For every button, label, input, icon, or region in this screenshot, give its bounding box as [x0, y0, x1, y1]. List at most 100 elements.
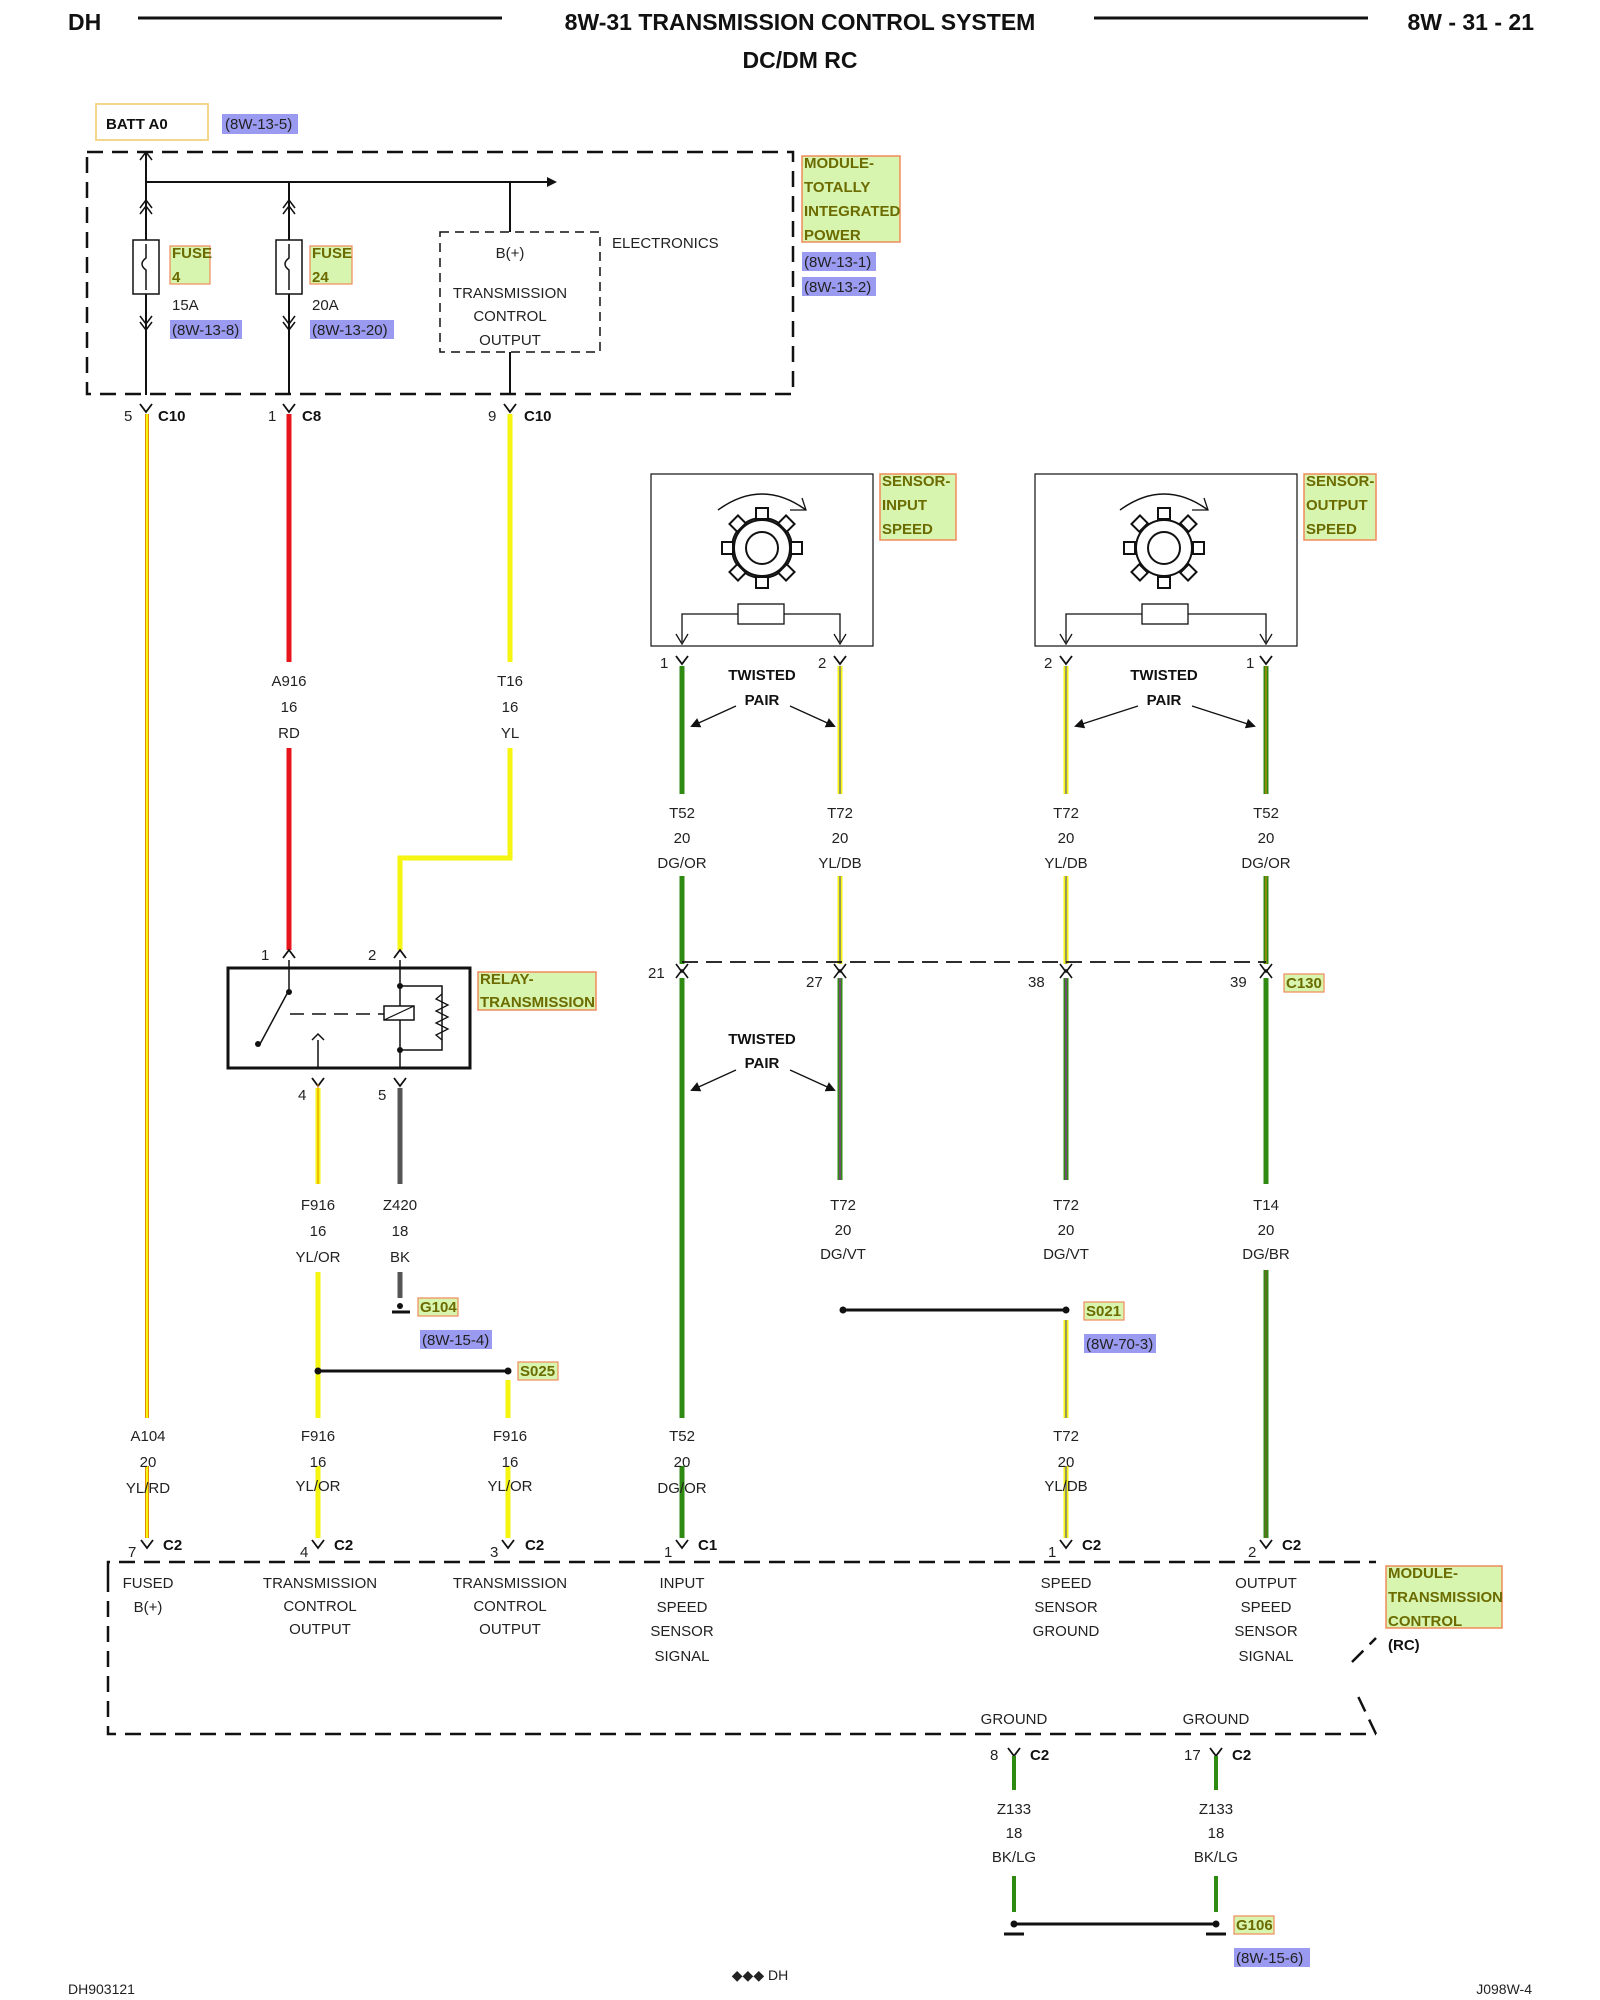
twisted-pair-2-line-2: PAIR	[1147, 692, 1182, 709]
pin-5: 5	[124, 408, 132, 425]
tcm-func-oss-l1: OUTPUT	[1235, 1575, 1297, 1592]
block-bplus: B(+)	[496, 245, 525, 262]
tcm-ground-label-2: GROUND	[1183, 1711, 1250, 1728]
g104-ref-link[interactable]: (8W-15-4)	[422, 1332, 489, 1349]
tcm-ground-label-1: GROUND	[981, 1711, 1048, 1728]
label-a916-color: RD	[278, 725, 300, 742]
label-t72e-circuit: T72	[1053, 1428, 1079, 1445]
label-t52a-gauge: 20	[674, 830, 691, 847]
tipm-label-4: POWER	[804, 227, 861, 244]
fuse-24-label-1: FUSE	[312, 245, 352, 262]
label-z133b-gauge: 18	[1208, 1825, 1225, 1842]
label-t72a-color: YL/DB	[818, 855, 861, 872]
tipm-ref-link-2[interactable]: (8W-13-2)	[804, 279, 871, 296]
tipm-label-2: TOTALLY	[804, 179, 870, 196]
label-z420-gauge: 18	[392, 1223, 409, 1240]
label-z133a-color: BK/LG	[992, 1849, 1036, 1866]
ground-g104: G104 (8W-15-4)	[392, 1297, 492, 1349]
tcm-pin-8: 8	[990, 1747, 998, 1764]
tcm-func-tco1-l2: CONTROL	[283, 1598, 356, 1615]
tipm-ref-link-1[interactable]: (8W-13-1)	[804, 254, 871, 271]
label-a916-circuit: A916	[271, 673, 306, 690]
tcm-conn-c2-d: C2	[1082, 1537, 1101, 1554]
label-t72c-color: DG/VT	[820, 1246, 866, 1263]
label-f916c-color: YL/OR	[487, 1478, 532, 1495]
g104-label: G104	[420, 1299, 457, 1316]
sensor-output-label-3: SPEED	[1306, 521, 1357, 538]
tipm-label-3: INTEGRATED	[804, 203, 901, 220]
fuse-24-ref-link[interactable]: (8W-13-20)	[312, 322, 388, 339]
gear-icon	[1123, 507, 1205, 589]
tcm-func-fused: FUSED	[123, 1575, 174, 1592]
twisted-pair-2: TWISTED PAIR	[1074, 667, 1256, 729]
label-f916b-gauge: 16	[310, 1454, 327, 1471]
tcm-pin-7: 7	[128, 1544, 136, 1561]
label-t72d-color: DG/VT	[1043, 1246, 1089, 1263]
tcm-func-iss-l4: SIGNAL	[654, 1648, 709, 1665]
sensor-output-label-2: OUTPUT	[1306, 497, 1368, 514]
tcm-label-2: TRANSMISSION	[1388, 1589, 1503, 1606]
batt-ref-link[interactable]: (8W-13-5)	[225, 116, 292, 133]
tcm-pin-1-c1: 1	[664, 1544, 672, 1561]
label-a916-gauge: 16	[281, 699, 298, 716]
tcm-func-tco2-l2: CONTROL	[473, 1598, 546, 1615]
label-t16-gauge: 16	[502, 699, 519, 716]
tcm-func-oss-l3: SENSOR	[1234, 1623, 1298, 1640]
twisted-pair-1: TWISTED PAIR	[690, 667, 836, 728]
wire-labels: A916 16 RD T16 16 YL T52 20 DG/OR T72 20…	[126, 673, 1291, 1497]
block-line-1: TRANSMISSION	[453, 285, 567, 302]
label-z133a-gauge: 18	[1006, 1825, 1023, 1842]
sensor-input-label-3: SPEED	[882, 521, 933, 538]
footer-left: DH903121	[68, 1981, 135, 1997]
tcm-conn-c2-c: C2	[525, 1537, 544, 1554]
label-f916b-circuit: F916	[301, 1428, 335, 1445]
batt-ref-bg	[222, 114, 298, 134]
g106-label: G106	[1236, 1917, 1273, 1934]
output-sensor-pin-1: 1	[1246, 655, 1254, 672]
header-left: DH	[68, 9, 101, 35]
tcm-func-ssg-l2: SENSOR	[1034, 1599, 1098, 1616]
batt-label: BATT A0	[106, 116, 168, 133]
label-t72a-circuit: T72	[827, 805, 853, 822]
tcm-func-iss-l3: SENSOR	[650, 1623, 714, 1640]
tcm-pin-2: 2	[1248, 1544, 1256, 1561]
tcm-conn-c2-a: C2	[163, 1537, 182, 1554]
page-title: 8W-31 TRANSMISSION CONTROL SYSTEM	[565, 9, 1036, 35]
page-subtitle: DC/DM RC	[743, 47, 858, 73]
label-t14-color: DG/BR	[1242, 1246, 1290, 1263]
label-t72b-circuit: T72	[1053, 805, 1079, 822]
label-f916c-gauge: 16	[502, 1454, 519, 1471]
label-z420-circuit: Z420	[383, 1197, 417, 1214]
footer-center: ◆◆◆ DH	[732, 1967, 788, 1983]
relay-pin-1: 1	[261, 947, 269, 964]
label-t52c-color: DG/OR	[657, 1480, 706, 1497]
g106-ref-link[interactable]: (8W-15-6)	[1236, 1950, 1303, 1967]
sensor-input-speed: SENSOR- INPUT SPEED 1 2	[650, 473, 957, 672]
tcm-func-tco2-l1: TRANSMISSION	[453, 1575, 567, 1592]
sensor-input-label-1: SENSOR-	[882, 473, 950, 490]
tipm-label-1: MODULE-	[804, 155, 874, 172]
tcm-func-oss-l2: SPEED	[1241, 1599, 1292, 1616]
label-t14-gauge: 20	[1258, 1222, 1275, 1239]
fuse-4-label-1: FUSE	[172, 245, 212, 262]
label-t72a-gauge: 20	[832, 830, 849, 847]
sensor-output-label-1: SENSOR-	[1306, 473, 1374, 490]
label-f916b-color: YL/OR	[295, 1478, 340, 1495]
connector-c10-a: C10	[158, 408, 186, 425]
label-t52c-gauge: 20	[674, 1454, 691, 1471]
tcm-conn-c2-f: C2	[1030, 1747, 1049, 1764]
label-t52a-color: DG/OR	[657, 855, 706, 872]
c130-pin-38: 38	[1028, 974, 1045, 991]
tcm-func-oss-l4: SIGNAL	[1238, 1648, 1293, 1665]
label-t72e-gauge: 20	[1058, 1454, 1075, 1471]
tcm-conn-c1: C1	[698, 1537, 717, 1554]
label-t16-circuit: T16	[497, 673, 523, 690]
header-page-number: 8W - 31 - 21	[1407, 9, 1534, 35]
s021-ref-link[interactable]: (8W-70-3)	[1086, 1336, 1153, 1353]
tcm-module: 7 C2 4 C2 3 C2 1 C1 1 C2 2 C2 FUSED B(+)…	[106, 1537, 1503, 1764]
ground-g106: G106 (8W-15-6)	[1004, 1915, 1310, 1967]
fuse-4-ref-link[interactable]: (8W-13-8)	[172, 322, 239, 339]
fuse-24-label-2: 24	[312, 269, 329, 286]
page-header: DH 8W-31 TRANSMISSION CONTROL SYSTEM 8W …	[68, 9, 1534, 73]
